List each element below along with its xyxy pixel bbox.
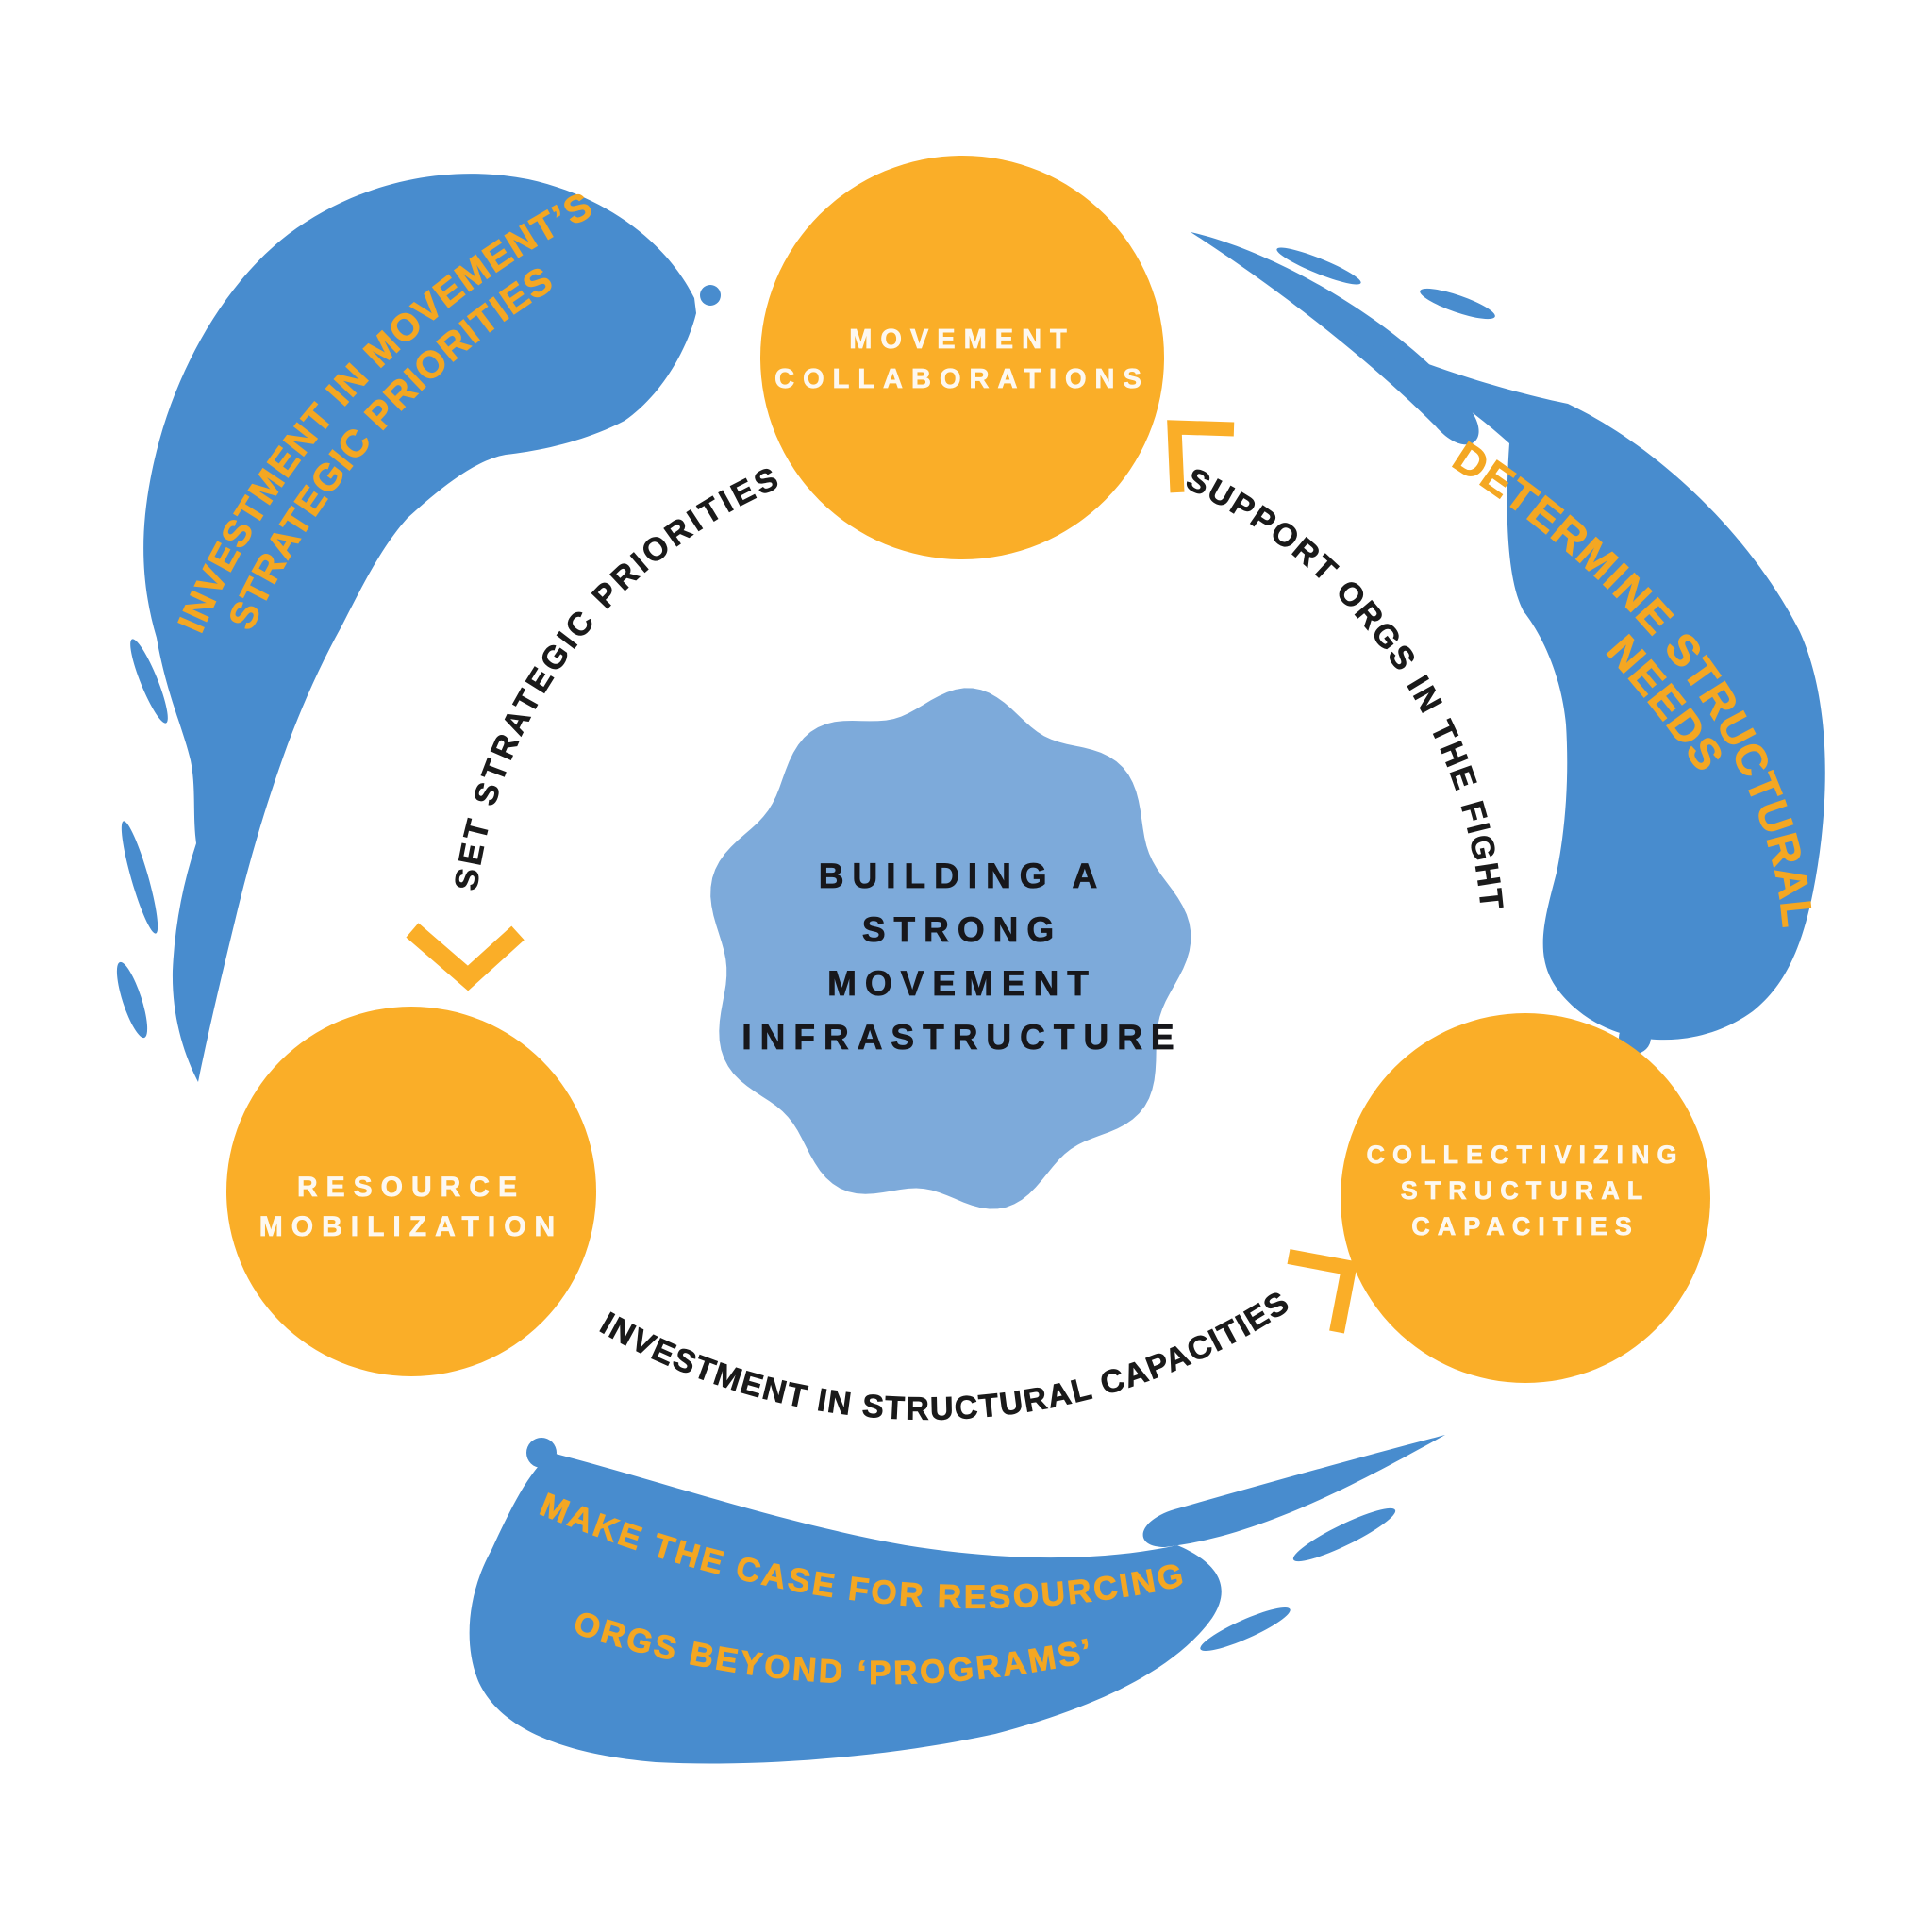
svg-text:SET STRATEGIC PRIORITIES: SET STRATEGIC PRIORITIES — [448, 459, 787, 892]
svg-text:INFRASTRUCTURE: INFRASTRUCTURE — [741, 1018, 1182, 1057]
svg-text:MOVEMENT: MOVEMENT — [849, 325, 1075, 355]
svg-text:INVESTMENT IN STRUCTURAL CAPAC: INVESTMENT IN STRUCTURAL CAPACITIES — [594, 1284, 1296, 1427]
svg-text:COLLECTIVIZING: COLLECTIVIZING — [1367, 1141, 1685, 1169]
svg-text:STRUCTURAL: STRUCTURAL — [1401, 1176, 1650, 1205]
svg-text:CAPACITIES: CAPACITIES — [1411, 1212, 1640, 1241]
svg-text:STRONG: STRONG — [862, 910, 1062, 949]
svg-text:MOBILIZATION: MOBILIZATION — [259, 1211, 563, 1242]
svg-text:BUILDING A: BUILDING A — [819, 857, 1106, 895]
svg-text:RESOURCE: RESOURCE — [297, 1172, 525, 1203]
svg-text:SUPPORT ORGS IN THE FIGHT: SUPPORT ORGS IN THE FIGHT — [1180, 461, 1509, 913]
svg-text:COLLABORATIONS: COLLABORATIONS — [774, 364, 1150, 394]
svg-text:MOVEMENT: MOVEMENT — [827, 964, 1097, 1003]
